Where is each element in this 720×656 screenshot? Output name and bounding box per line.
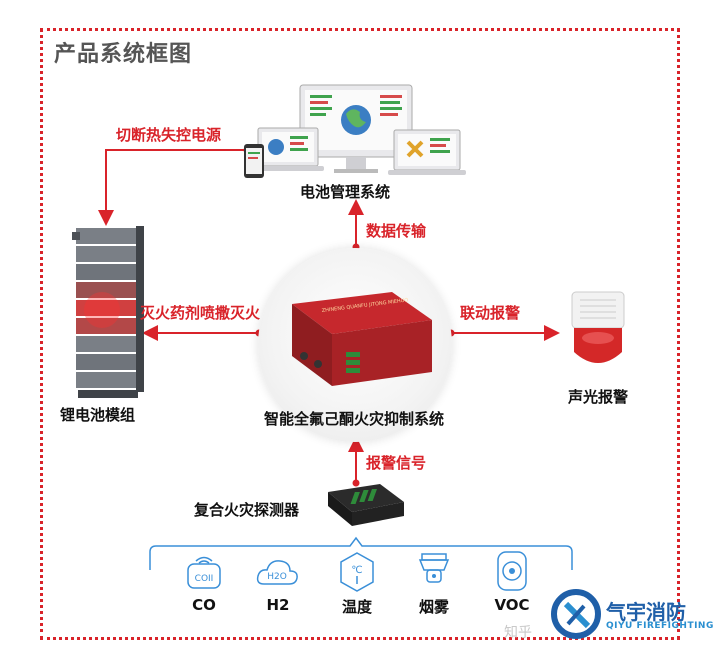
- sensor-label-smoke: 烟雾: [418, 598, 449, 616]
- svg-text:H2O: H2O: [267, 572, 287, 582]
- watermark: 知乎: [504, 625, 532, 641]
- brand-logo-icon: [551, 589, 601, 639]
- node-label-battery: 锂电池模组: [60, 406, 136, 424]
- node-label-detector: 复合火灾探测器: [194, 501, 300, 519]
- suppression-device-illustration: ZHINENG QUANFU JITONG MIEHUO: [292, 292, 432, 386]
- brand-subtitle: QIYU FIREFIGHTING: [606, 621, 714, 631]
- edge-label-alarm-signal: 报警信号: [366, 454, 427, 472]
- edge-label-linkage-alarm: 联动报警: [460, 304, 521, 322]
- h2-cloud-icon: H2O: [256, 560, 298, 585]
- node-label-bms: 电池管理系统: [300, 183, 391, 201]
- sensor-label-voc: VOC: [494, 596, 530, 614]
- svg-text:COII: COII: [195, 574, 214, 584]
- voc-sensor-icon: [497, 551, 527, 591]
- edge-label-data-transfer: 数据传输: [366, 222, 427, 240]
- svg-text:℃: ℃: [351, 565, 362, 576]
- battery-module-illustration: [72, 226, 144, 398]
- smoke-detector-icon: [418, 553, 450, 583]
- sensor-label-temperature: 温度: [341, 598, 372, 616]
- edge-label-spray: 灭火药剂喷撒灭火: [140, 304, 261, 322]
- composite-detector-illustration: [328, 484, 404, 526]
- sensor-label-co: CO: [192, 596, 216, 614]
- edge-label-cut-power: 切断热失控电源: [116, 126, 222, 144]
- monitors-illustration: [244, 84, 466, 178]
- co-sensor-icon: COII: [187, 556, 221, 589]
- page-title: 产品系统框图: [54, 42, 193, 67]
- dotted-frame: [40, 28, 680, 640]
- sensor-label-h2: H2: [266, 596, 290, 614]
- brand-name: 气宇消防: [606, 600, 686, 624]
- node-label-suppression: 智能全氟己酮火灾抑制系统: [264, 410, 445, 428]
- node-label-alarm: 声光报警: [568, 388, 629, 406]
- sound-light-alarm-illustration: [571, 291, 625, 363]
- thermometer-icon: ℃: [340, 552, 374, 592]
- sensor-bracket: [149, 536, 573, 570]
- cut-power-arrow: [98, 149, 245, 226]
